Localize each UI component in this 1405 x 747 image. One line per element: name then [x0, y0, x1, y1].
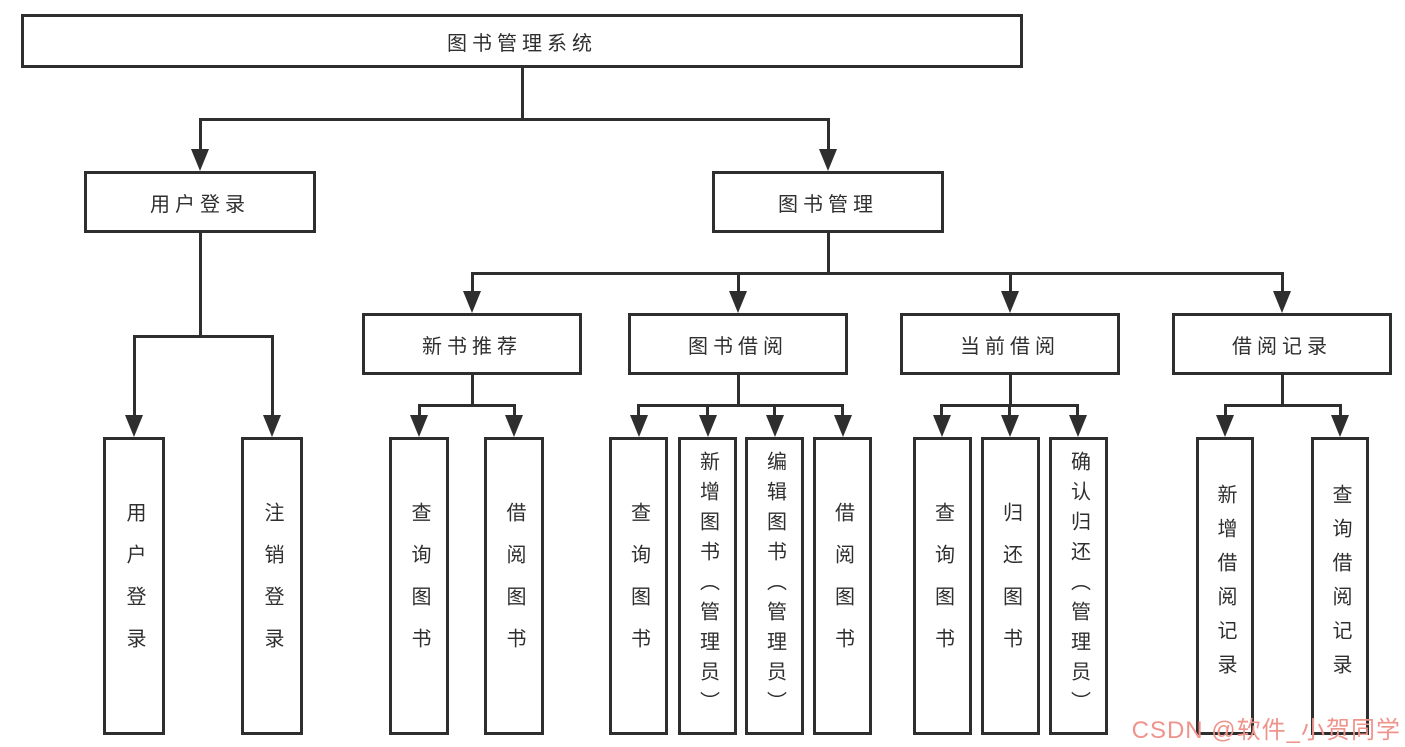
- arrow-down-icon: [1331, 415, 1349, 437]
- leaf-add-borrow-record-label: 新增借阅记录: [1214, 484, 1236, 688]
- connector-vline: [637, 405, 640, 421]
- leaf-add-borrow-record: 新增借阅记录: [1196, 437, 1254, 735]
- arrow-down-icon: [729, 291, 747, 313]
- leaf-confirm-return-admin: 确认归还（管理员）: [1049, 437, 1108, 735]
- connector-vline: [1076, 405, 1079, 421]
- connector-vline: [1008, 405, 1011, 421]
- node-current-borrowing: 当前借阅: [900, 313, 1120, 375]
- connector-vline: [826, 119, 830, 153]
- connector-hline: [470, 272, 1284, 275]
- leaf-borrow-books-recommend-label: 借阅图书: [503, 502, 525, 670]
- arrow-down-icon: [191, 149, 209, 171]
- connector-hline: [198, 118, 830, 121]
- leaf-return-books: 归还图书: [981, 437, 1040, 735]
- connector-vline: [706, 405, 709, 421]
- arrow-down-icon: [125, 415, 143, 437]
- connector-vline: [470, 273, 474, 293]
- leaf-query-books-current-label: 查询图书: [931, 502, 954, 670]
- leaf-user-login-label: 用户登录: [123, 502, 145, 670]
- leaf-return-books-label: 归还图书: [999, 502, 1022, 670]
- leaf-query-books-recommend-label: 查询图书: [408, 502, 430, 670]
- connector-hline: [637, 404, 844, 407]
- leaf-user-login: 用户登录: [103, 437, 165, 735]
- connector-vline: [1338, 405, 1342, 421]
- connector-vline: [417, 405, 421, 421]
- arrow-down-icon: [1216, 415, 1234, 437]
- leaf-query-books-recommend: 查询图书: [389, 437, 449, 735]
- connector-vline: [1280, 273, 1284, 293]
- leaf-borrow-books-recommend: 借阅图书: [484, 437, 544, 735]
- arrow-down-icon: [505, 415, 523, 437]
- leaf-query-books-borrowing: 查询图书: [609, 437, 668, 735]
- leaf-edit-books-admin: 编辑图书（管理员）: [745, 437, 804, 735]
- node-borrowing-records: 借阅记录: [1172, 313, 1392, 375]
- connector-vline: [736, 273, 740, 293]
- connector-vline: [1008, 375, 1012, 405]
- leaf-logout-login: 注销登录: [241, 437, 303, 735]
- node-user-login: 用户登录: [84, 171, 316, 233]
- arrow-down-icon: [699, 415, 717, 437]
- arrow-down-icon: [463, 291, 481, 313]
- connector-vline: [270, 336, 274, 418]
- leaf-query-borrow-record: 查询借阅记录: [1311, 437, 1369, 735]
- leaf-edit-books-admin-label: 编辑图书（管理员）: [763, 451, 786, 721]
- leaf-borrow-books-borrowing-label: 借阅图书: [831, 502, 854, 670]
- arrow-down-icon: [933, 415, 951, 437]
- connector-hline: [132, 335, 274, 338]
- connector-vline: [132, 336, 136, 418]
- leaf-query-borrow-record-label: 查询借阅记录: [1329, 484, 1351, 688]
- arrow-down-icon: [410, 415, 428, 437]
- node-book-borrowing: 图书借阅: [628, 313, 848, 375]
- connector-vline: [773, 405, 776, 421]
- node-library-management-system: 图书管理系统: [21, 14, 1023, 68]
- arrow-down-icon: [1273, 291, 1291, 313]
- arrow-down-icon: [819, 149, 837, 171]
- connector-vline: [940, 405, 943, 421]
- leaf-borrow-books-borrowing: 借阅图书: [813, 437, 872, 735]
- leaf-logout-login-label: 注销登录: [261, 502, 283, 670]
- connector-vline: [198, 119, 202, 153]
- node-book-management: 图书管理: [712, 171, 944, 233]
- arrow-down-icon: [1001, 415, 1019, 437]
- arrow-down-icon: [766, 415, 784, 437]
- connector-vline: [841, 405, 844, 421]
- connector-vline: [470, 375, 474, 405]
- connector-vline: [520, 68, 524, 119]
- node-new-book-recommendation: 新书推荐: [362, 313, 582, 375]
- connector-vline: [1223, 405, 1227, 421]
- arrow-down-icon: [263, 415, 281, 437]
- leaf-query-books-borrowing-label: 查询图书: [627, 502, 650, 670]
- leaf-add-books-admin: 新增图书（管理员）: [678, 437, 737, 735]
- connector-vline: [826, 233, 830, 273]
- connector-vline: [512, 405, 516, 421]
- watermark: CSDN @软件_小贺同学: [1131, 717, 1401, 744]
- arrow-down-icon: [1001, 291, 1019, 313]
- arrow-down-icon: [834, 415, 852, 437]
- connector-hline: [1223, 404, 1342, 407]
- connector-vline: [1280, 375, 1284, 405]
- connector-vline: [198, 233, 202, 336]
- leaf-confirm-return-admin-label: 确认归还（管理员）: [1067, 451, 1090, 721]
- connector-hline: [417, 404, 516, 407]
- arrow-down-icon: [1069, 415, 1087, 437]
- connector-vline: [736, 375, 740, 405]
- leaf-query-books-current: 查询图书: [913, 437, 972, 735]
- arrow-down-icon: [630, 415, 648, 437]
- leaf-add-books-admin-label: 新增图书（管理员）: [696, 451, 719, 721]
- connector-vline: [1008, 273, 1012, 293]
